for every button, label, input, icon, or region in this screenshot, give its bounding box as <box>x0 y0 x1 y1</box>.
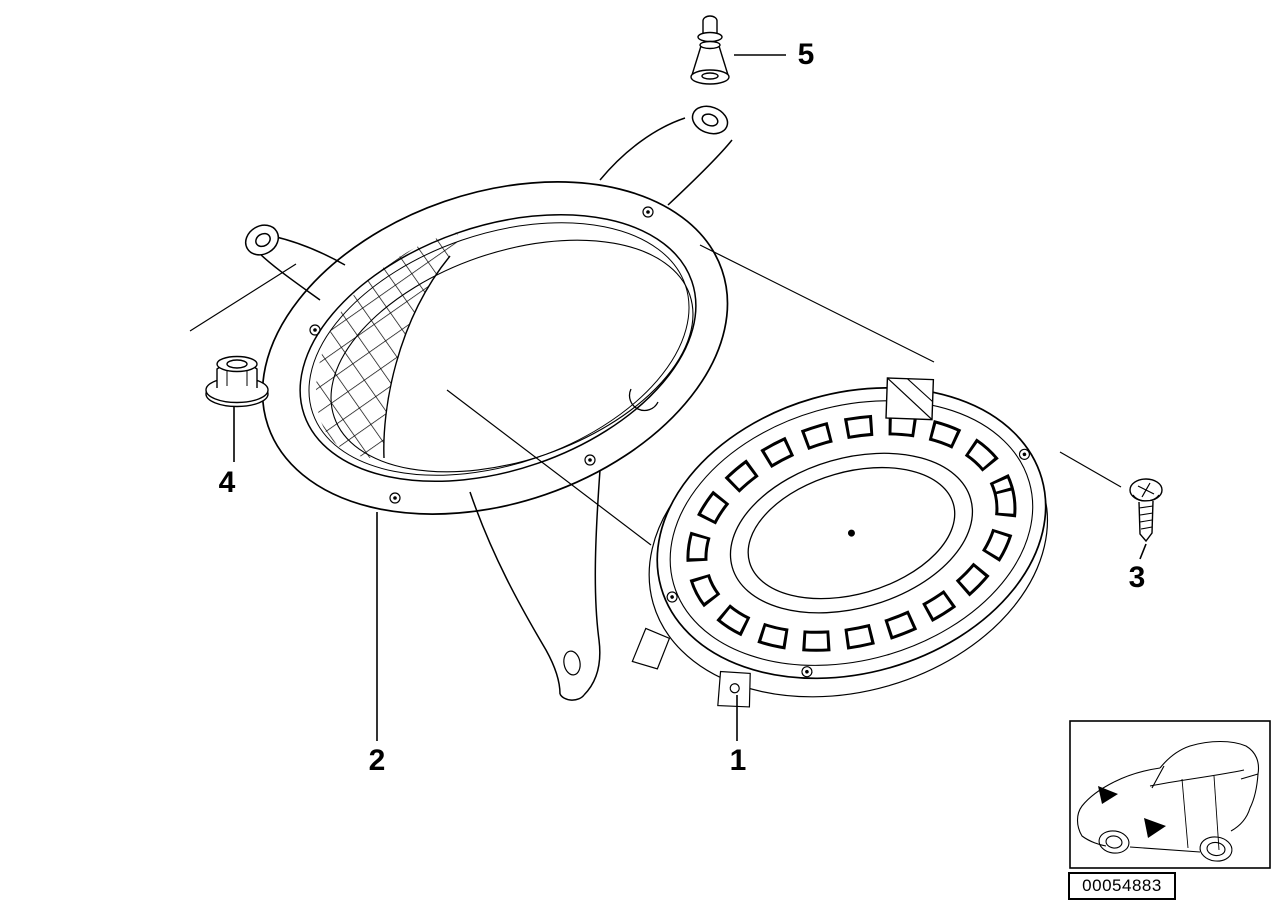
speaker-mount-tabs <box>631 627 751 708</box>
clip-drawing <box>690 15 730 85</box>
speaker-connector-bracket <box>885 377 935 421</box>
assembly-line-top <box>699 244 935 363</box>
part-label-3: 3 <box>1128 561 1146 594</box>
assembly-line-screw <box>1059 451 1122 488</box>
cover-left-arm <box>244 224 346 301</box>
grille-mesh <box>315 232 458 459</box>
assembly-line-nut <box>189 263 297 332</box>
nut-drawing <box>205 355 269 408</box>
car-sketch <box>1076 740 1260 862</box>
part-label-5: 5 <box>797 38 815 71</box>
cable-notch <box>628 388 659 412</box>
speaker-drawing <box>631 377 1049 708</box>
speaker-rim-holes <box>666 448 1031 694</box>
leader-lines <box>189 54 1147 741</box>
cone-center-point <box>847 529 855 537</box>
part-label-1: 1 <box>729 744 747 777</box>
cover-bottom-leg <box>469 469 601 701</box>
location-arrow-left <box>1098 786 1118 804</box>
cover-top-tab <box>599 105 733 206</box>
part-label-4: 4 <box>218 466 236 499</box>
screw-drawing <box>1129 478 1163 543</box>
location-arrow-right <box>1144 818 1166 838</box>
assembly-line-mid <box>446 389 652 546</box>
cover-flange-holes <box>309 206 654 504</box>
leader-part-3 <box>1139 543 1147 560</box>
diagram-id: 00054883 <box>1068 872 1176 900</box>
car-location-inset <box>1069 720 1271 869</box>
part-label-2: 2 <box>368 744 386 777</box>
speaker-cover-drawing <box>244 105 733 701</box>
